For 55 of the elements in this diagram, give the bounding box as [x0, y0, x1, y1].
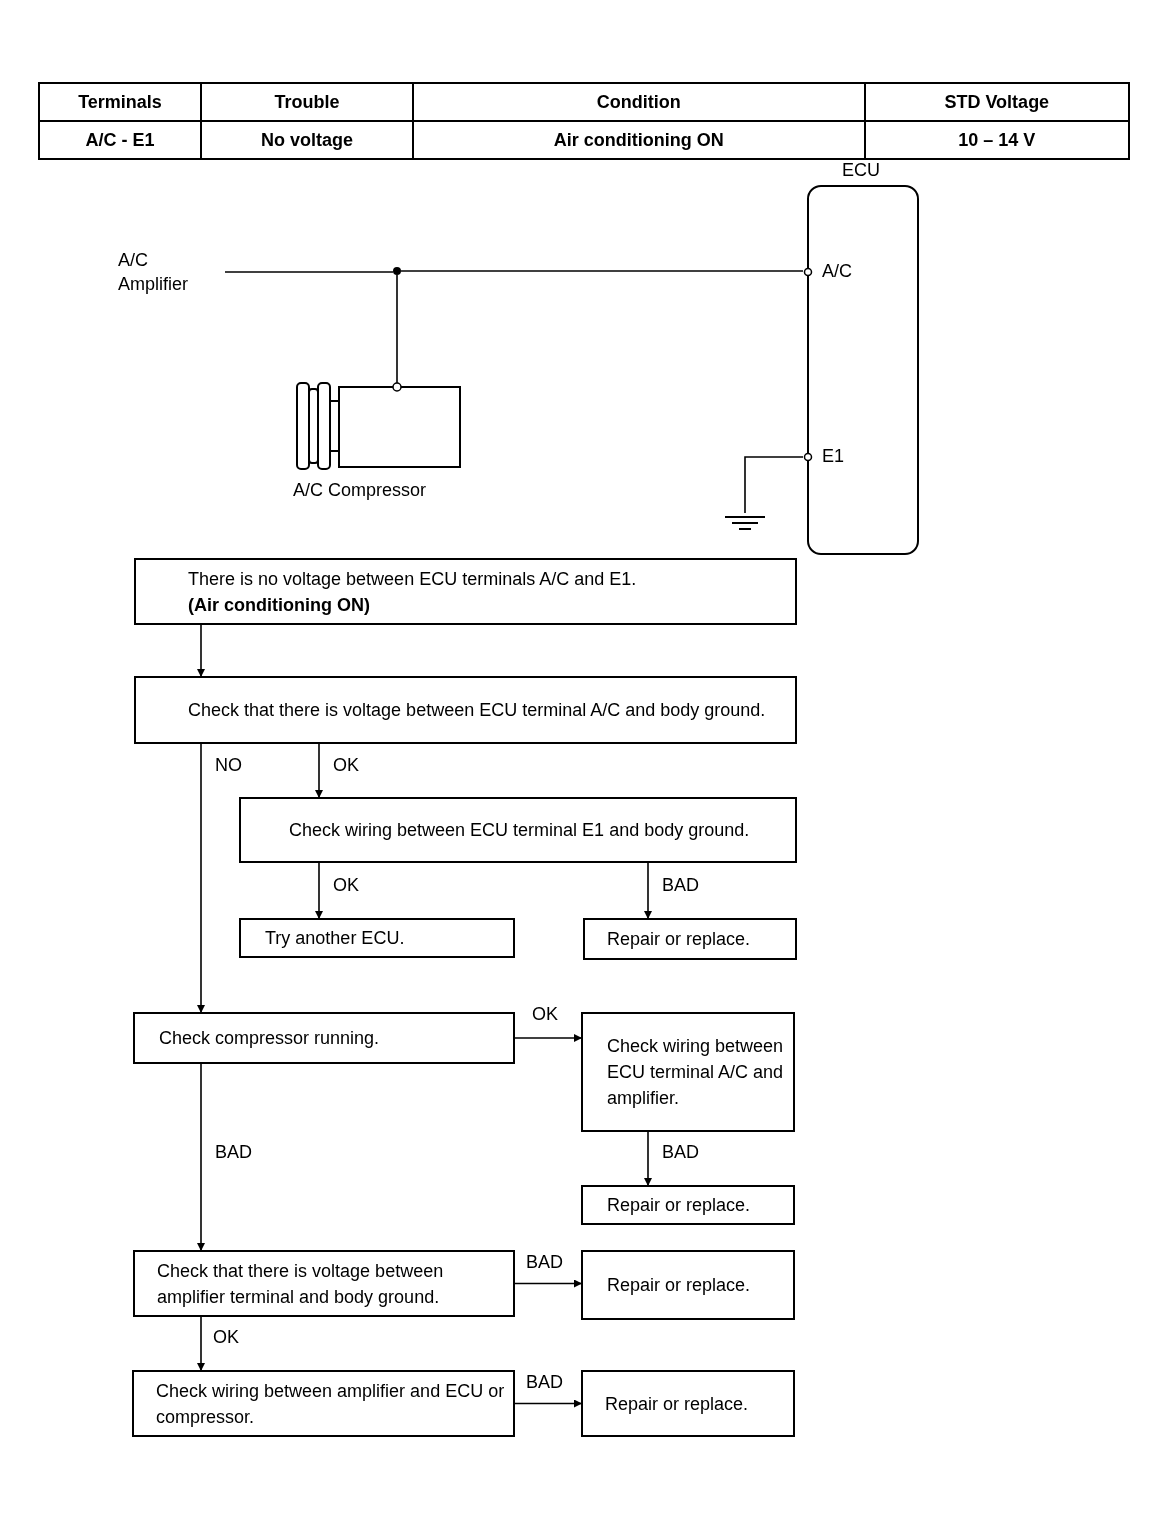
- box-text: Check that there is voltage between ECU terminal A/C and body ground.: [188, 699, 767, 722]
- arrow: [514, 1399, 582, 1408]
- data-cell: No voltage: [201, 121, 414, 159]
- box-text: There is no voltage between ECU terminals A/C and E1.: [188, 567, 638, 591]
- box-text: Repair or replace.: [605, 1392, 750, 1416]
- wire: [400, 270, 804, 272]
- box-text: Repair or replace.: [607, 1274, 752, 1297]
- box-text: Check that there is voltage between amplifier terminal and body ground.: [157, 1259, 445, 1309]
- header-cell: Terminals: [39, 83, 201, 121]
- arrow: [644, 862, 652, 919]
- box-text: Try another ECU.: [265, 927, 406, 950]
- box-text: Repair or replace.: [607, 928, 752, 951]
- process-box: [133, 1012, 515, 1064]
- box-text: Check wiring between amplifier and ECU or compressor.: [156, 1379, 506, 1429]
- wire: [224, 271, 394, 273]
- box-text: Check wiring between ECU terminal A/C and amplifier.: [607, 1035, 785, 1110]
- arrow: [197, 1063, 205, 1251]
- process-box: [581, 1012, 795, 1132]
- process-box: [581, 1370, 795, 1437]
- wire: [744, 456, 804, 514]
- header-cell: Trouble: [201, 83, 414, 121]
- arrow: [197, 1316, 205, 1371]
- module-label: ECU: [842, 160, 880, 181]
- process-box: [581, 1250, 795, 1320]
- box-text: Check wiring between ECU terminal E1 and body ground.: [289, 819, 751, 842]
- arrow: [644, 1131, 652, 1186]
- header-cell: Condition: [413, 83, 865, 121]
- arrow: [514, 1034, 582, 1042]
- arrow: [514, 1279, 582, 1288]
- arrow: [197, 743, 205, 1013]
- process-box: [134, 558, 797, 625]
- process-box: [239, 918, 515, 958]
- process-box: [581, 1185, 795, 1225]
- process-box: [132, 1370, 515, 1437]
- arrow: [197, 624, 205, 677]
- process-box: [239, 797, 797, 863]
- arrow: [315, 743, 323, 798]
- terminal-label: E1: [822, 446, 845, 467]
- box-text: (Air conditioning ON): [188, 593, 371, 617]
- process-box: [133, 1250, 515, 1317]
- data-cell: 10 – 14 V: [864, 121, 1129, 159]
- header-cell: STD Voltage: [864, 83, 1129, 121]
- terminal-label: A/C: [822, 261, 852, 282]
- process-box: [134, 676, 797, 744]
- ground-symbol: [723, 513, 767, 533]
- box-text: Check compressor running.: [159, 1027, 381, 1050]
- arrow: [315, 862, 323, 919]
- data-cell: A/C - E1: [39, 121, 201, 159]
- box-text: Repair or replace.: [607, 1194, 752, 1217]
- process-box: [583, 918, 797, 960]
- component-label: A/C Compressor: [293, 480, 427, 501]
- junction-dot: [393, 267, 401, 275]
- data-cell: Air conditioning ON: [413, 121, 865, 159]
- wire: [396, 274, 398, 384]
- component-label: A/C Amplifier: [118, 248, 218, 296]
